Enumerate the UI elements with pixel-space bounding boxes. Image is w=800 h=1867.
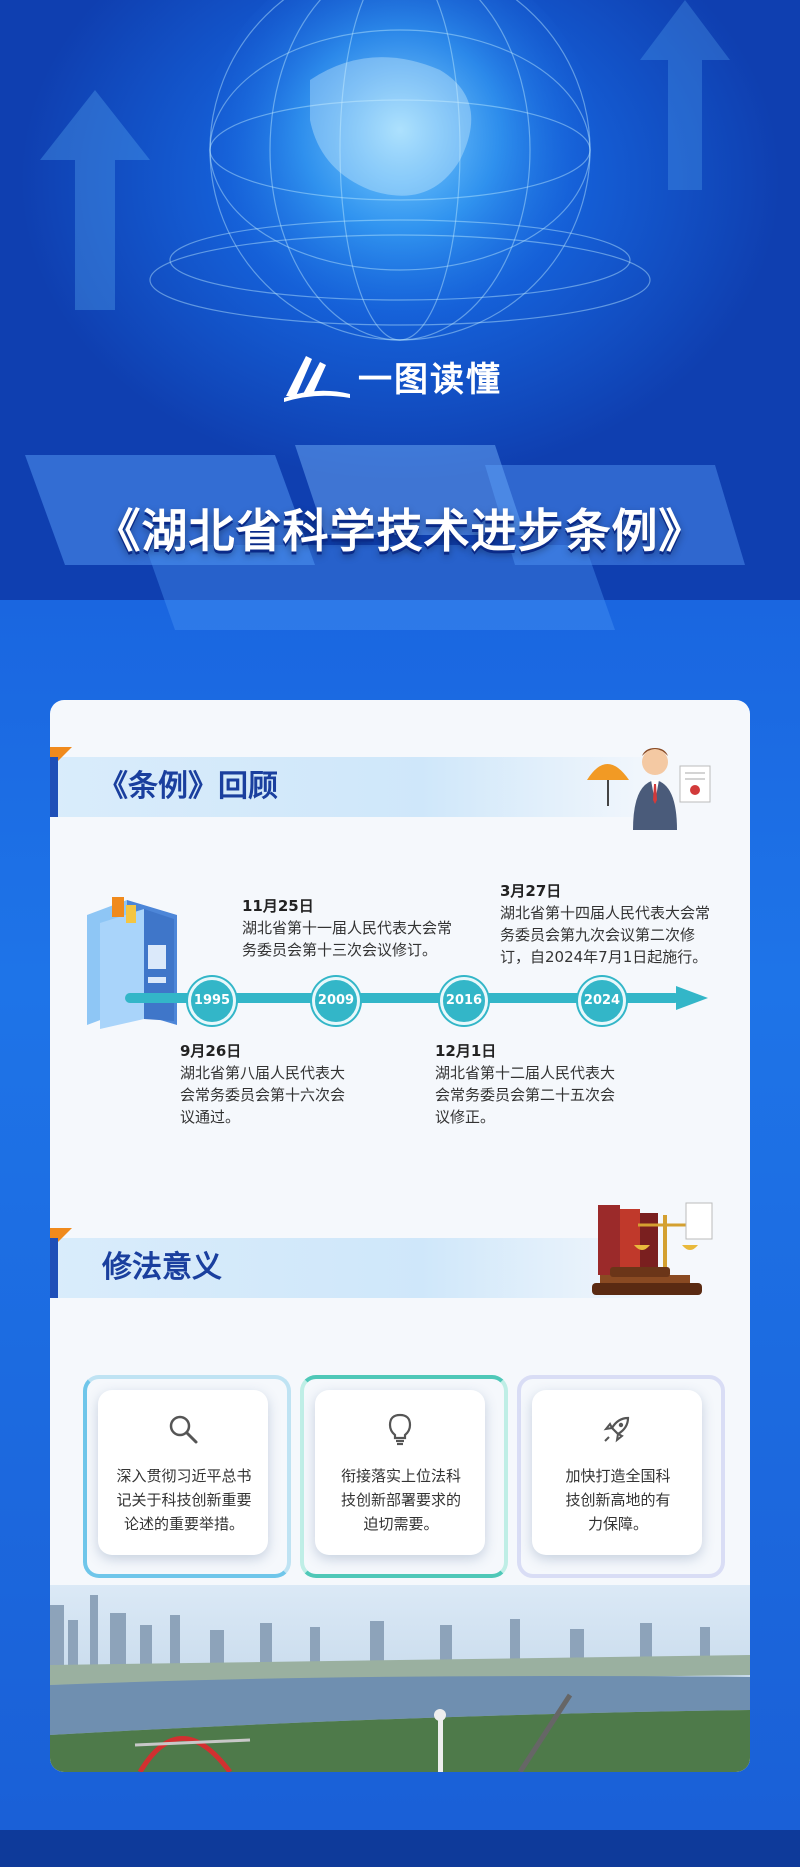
- up-arrow-decoration-right: [640, 0, 730, 190]
- year-node-2009: 2009: [312, 977, 360, 1025]
- significance-section-title: 修法意义: [102, 1250, 222, 1285]
- significance-text: 深入贯彻习近平总书 记关于科技创新重要 论述的重要举措。: [114, 1464, 254, 1536]
- event-text: 湖北省第十二届人民代表大: [435, 1064, 616, 1082]
- event-date: 11月25日: [242, 897, 314, 915]
- year-node-2016: 2016: [440, 977, 488, 1025]
- businessman-umbrella-icon: [587, 748, 711, 830]
- card-frame: [83, 1375, 291, 1578]
- text-line: 衔接落实上位法科: [340, 1467, 461, 1485]
- event-text: 务委员会第十三次会议修订。: [242, 941, 438, 959]
- event-2009: 11月25日 湖北省第十一届人民代表大会常 务委员会第十三次会议修订。: [242, 895, 452, 961]
- text-line: 迫切需要。: [363, 1515, 439, 1533]
- card-frame: [300, 1375, 508, 1578]
- event-text: 湖北省第八届人民代表大: [180, 1064, 346, 1082]
- rocket-icon: [603, 1416, 630, 1443]
- significance-section-header: 修法意义: [50, 1228, 670, 1298]
- card-frame: [517, 1375, 725, 1578]
- event-date: 12月1日: [435, 1042, 497, 1060]
- lightbulb-icon: [388, 1413, 412, 1446]
- text-line: 技创新部署要求的: [340, 1491, 461, 1509]
- event-text: 会常务委员会第二十五次会: [435, 1086, 616, 1104]
- logo: 一图读懂: [280, 346, 502, 406]
- timeline-arrow-icon: [676, 986, 708, 1010]
- documents-stack-icon: [87, 897, 177, 1029]
- text-line: 加快打造全国科: [565, 1467, 671, 1485]
- hero-banner: [0, 0, 800, 700]
- text-line: 论述的重要举措。: [123, 1515, 244, 1533]
- magnifier-icon: [169, 1415, 198, 1444]
- up-arrow-decoration: [40, 90, 150, 310]
- title-backdrop: [25, 445, 745, 630]
- event-text: 湖北省第十四届人民代表大会常: [500, 904, 711, 922]
- footer-bar: [0, 1830, 800, 1867]
- significance-text: 衔接落实上位法科 技创新部署要求的 迫切需要。: [331, 1464, 471, 1536]
- year-node-2024: 2024: [578, 977, 626, 1025]
- globe-graphic: [149, 0, 651, 350]
- event-text: 务委员会第九次会议第二次修: [500, 926, 696, 944]
- event-text: 订，自2024年7月1日起施行。: [500, 948, 708, 966]
- event-text: 会常务委员会第十六次会: [180, 1086, 346, 1104]
- significance-card-1: 深入贯彻习近平总书 记关于科技创新重要 论述的重要举措。: [98, 1390, 268, 1555]
- text-line: 深入贯彻习近平总书: [116, 1467, 252, 1485]
- text-line: 技创新高地的有: [565, 1491, 671, 1509]
- event-text: 湖北省第十一届人民代表大会常: [242, 919, 453, 937]
- event-2024: 3月27日 湖北省第十四届人民代表大会常 务委员会第九次会议第二次修 订，自20…: [500, 880, 710, 968]
- significance-text: 加快打造全国科 技创新高地的有 力保障。: [548, 1464, 688, 1536]
- city-skyline-photo: [50, 1585, 750, 1772]
- review-section-header: 《条例》回顾: [50, 747, 670, 817]
- event-date: 3月27日: [500, 882, 562, 900]
- book-logo-icon: [284, 356, 350, 402]
- timeline-line: [125, 993, 680, 1003]
- event-date: 9月26日: [180, 1042, 242, 1060]
- text-line: 记关于科技创新重要: [116, 1491, 252, 1509]
- year-node-1995: 1995: [188, 977, 236, 1025]
- text-line: 力保障。: [587, 1515, 648, 1533]
- event-text: 议通过。: [180, 1108, 241, 1126]
- review-section-title: 《条例》回顾: [98, 769, 278, 804]
- law-books-gavel-icon: [592, 1202, 713, 1295]
- event-2016: 12月1日 湖北省第十二届人民代表大 会常务委员会第二十五次会 议修正。: [435, 1040, 615, 1128]
- event-text: 议修正。: [435, 1108, 496, 1126]
- significance-card-3: 加快打造全国科 技创新高地的有 力保障。: [532, 1390, 702, 1555]
- significance-card-2: 衔接落实上位法科 技创新部署要求的 迫切需要。: [315, 1390, 485, 1555]
- event-1995: 9月26日 湖北省第八届人民代表大 会常务委员会第十六次会 议通过。: [180, 1040, 345, 1128]
- logo-text: 一图读懂: [358, 359, 502, 400]
- page-title: 《湖北省科学技术进步条例》: [94, 504, 706, 558]
